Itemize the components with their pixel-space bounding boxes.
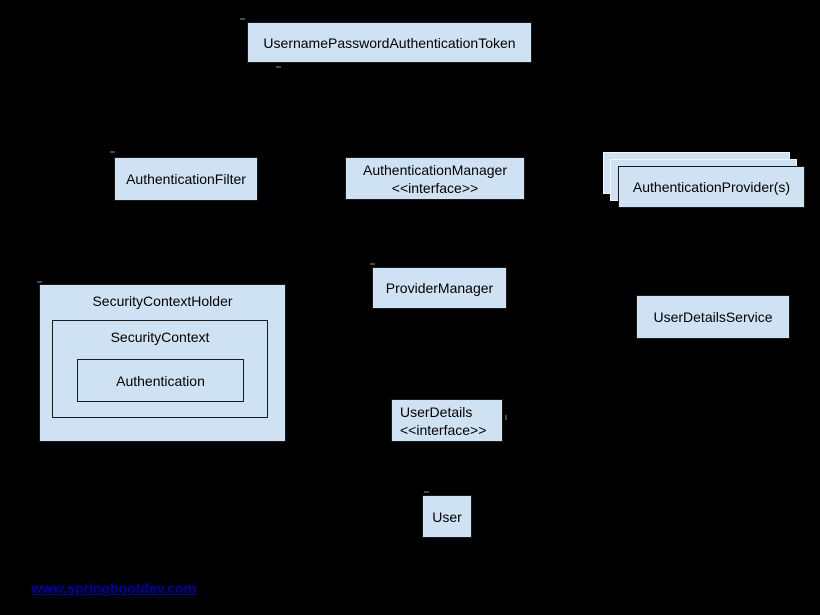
connector-stub — [505, 415, 507, 420]
connector-stub — [370, 263, 375, 265]
connector-stub — [37, 281, 42, 283]
node-provider-manager: ProviderManager — [372, 267, 507, 309]
connector-stub — [110, 151, 115, 153]
node-label: SecurityContext — [110, 329, 210, 345]
node-label: Authentication — [116, 372, 205, 389]
node-authentication: Authentication — [77, 359, 244, 402]
node-authentication-filter: AuthenticationFilter — [114, 157, 258, 201]
node-label-line2: <<interface>> — [391, 179, 479, 196]
node-label: ProviderManager — [385, 280, 494, 296]
node-security-context-holder: SecurityContextHolder SecurityContext Au… — [39, 284, 286, 442]
node-authentication-providers: AuthenticationProvider(s) — [618, 166, 805, 208]
node-security-context: SecurityContext Authentication — [52, 320, 268, 418]
node-label-line2: <<interface>> — [400, 421, 487, 438]
node-label: AuthenticationProvider(s) — [632, 179, 791, 195]
connector-stub — [276, 66, 281, 68]
node-label-line1: UserDetails — [400, 403, 473, 420]
connector-stub — [424, 491, 429, 493]
watermark-link[interactable]: www.springbootdev.com — [31, 580, 196, 596]
node-label: SecurityContextHolder — [92, 293, 233, 309]
node-label: AuthenticationFilter — [126, 171, 246, 187]
node-label-line1: AuthenticationManager — [363, 161, 507, 178]
node-user-details: UserDetails <<interface>> — [391, 399, 503, 442]
node-user: User — [422, 495, 472, 538]
node-username-password-authentication-token: UsernamePasswordAuthenticationToken — [247, 22, 532, 63]
node-authentication-manager: AuthenticationManager <<interface>> — [345, 157, 525, 200]
node-label: UserDetailsService — [653, 309, 773, 325]
node-label: User — [432, 508, 462, 525]
connector-stub — [240, 18, 245, 20]
node-user-details-service: UserDetailsService — [636, 295, 790, 339]
node-label: UsernamePasswordAuthenticationToken — [263, 34, 516, 51]
